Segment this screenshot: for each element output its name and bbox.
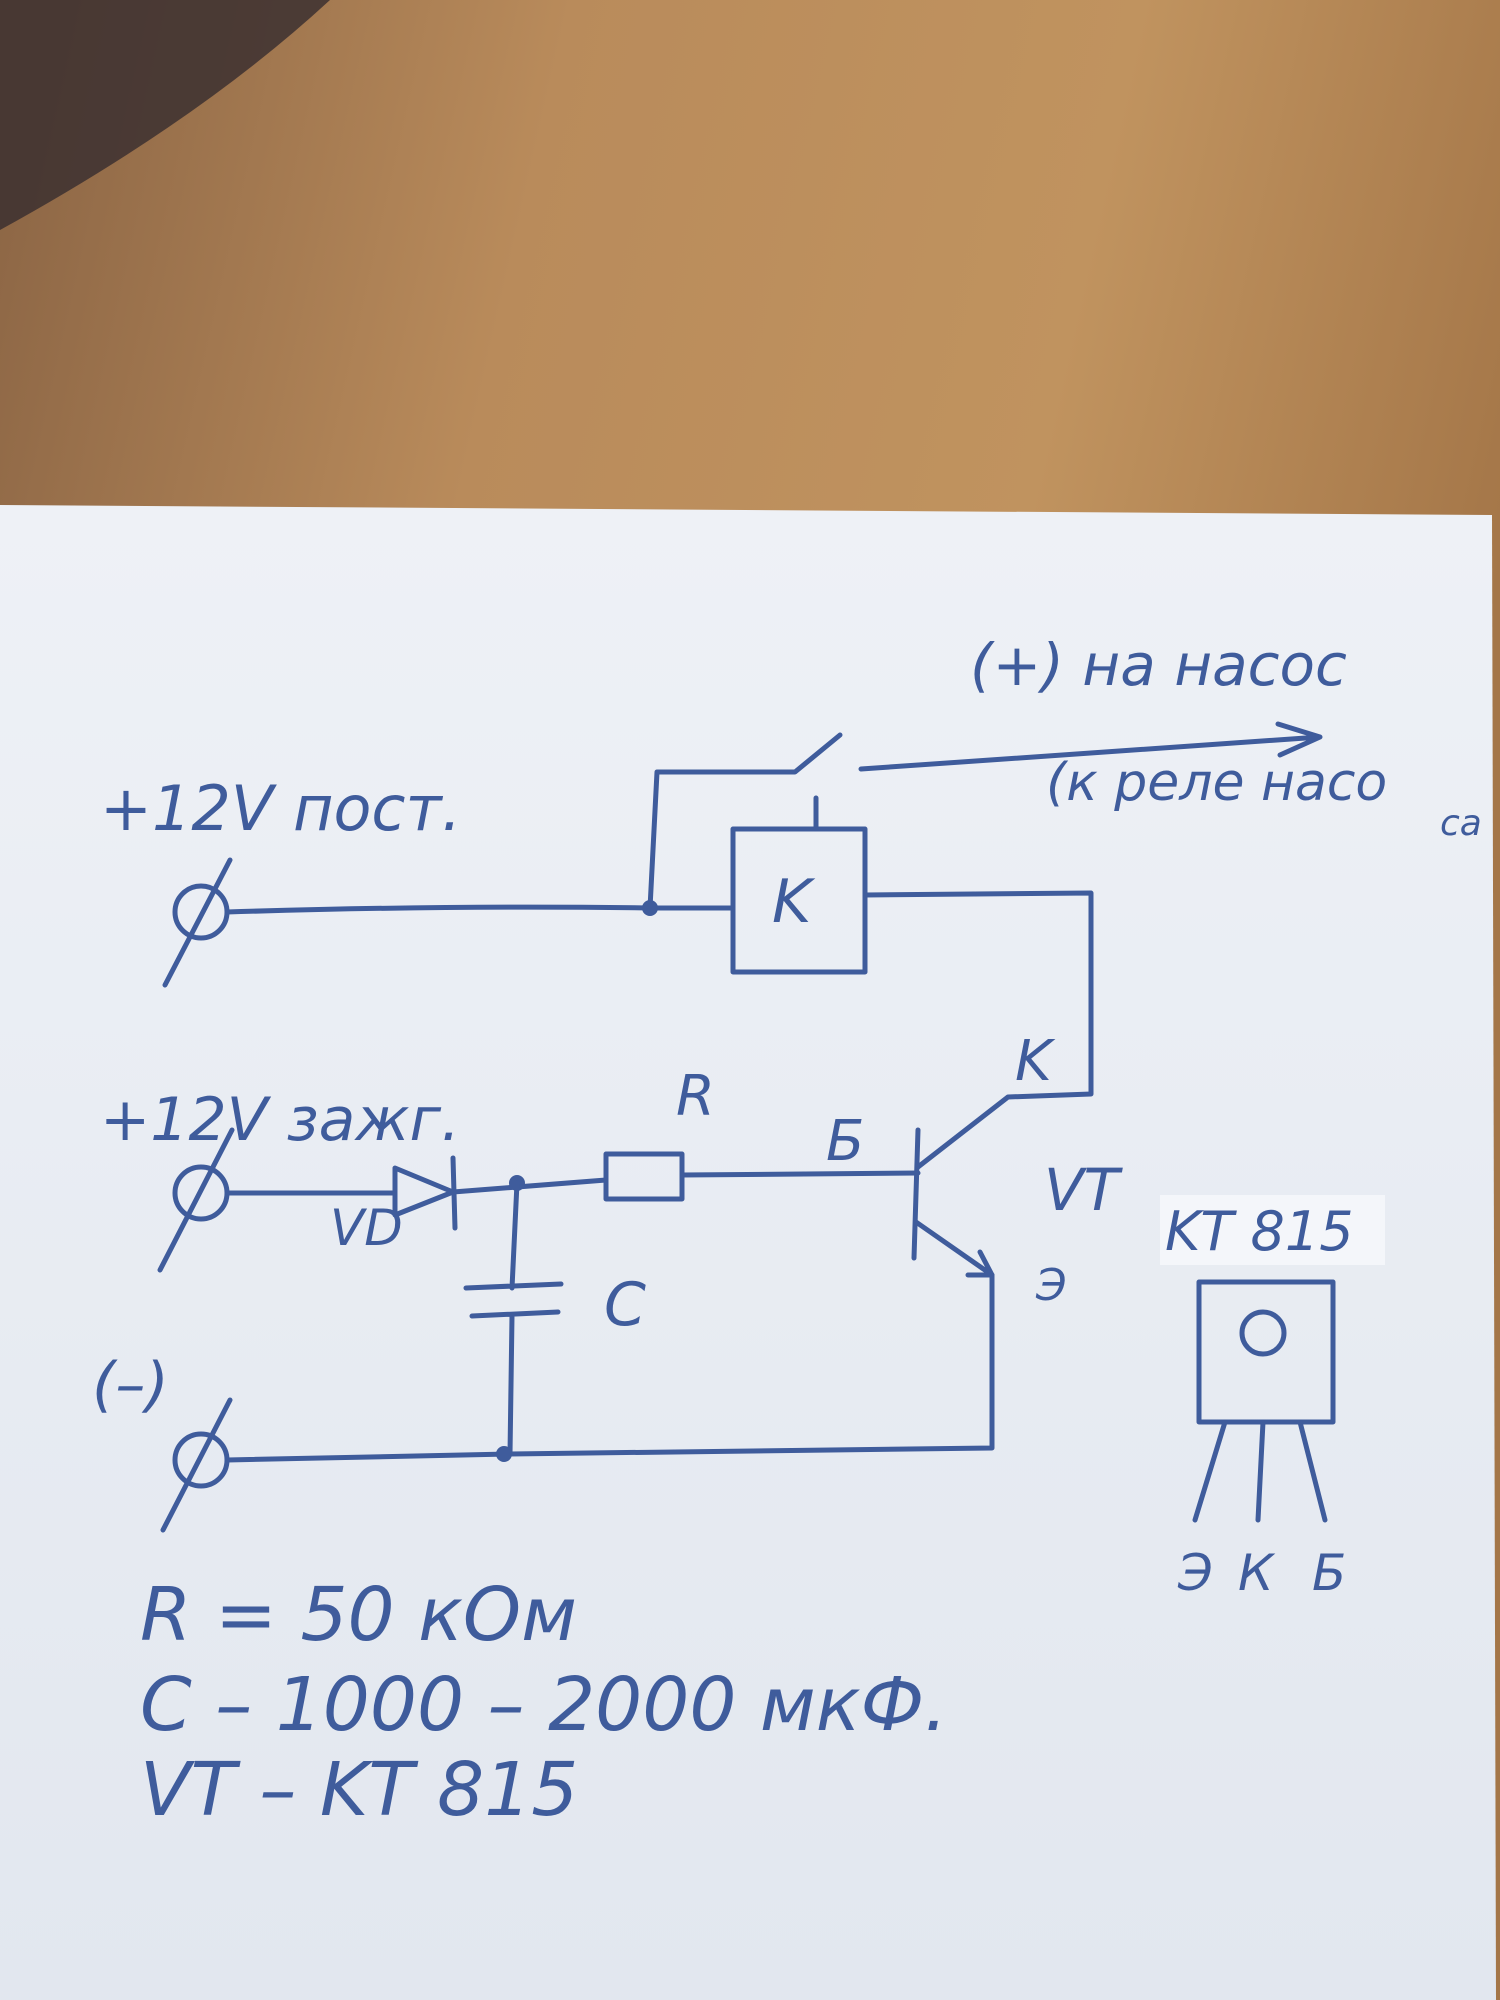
note-capacitor: C – 1000 – 2000 мкФ. (140, 1662, 948, 1748)
note-transistor: VT – KT 815 (140, 1747, 578, 1833)
package-pin-emitter: Э (1177, 1544, 1213, 1602)
wire-constant (224, 904, 736, 915)
paper-sheet (0, 505, 1496, 2000)
wire-diode-resistor (450, 1177, 609, 1195)
package-name: KT 815 (1165, 1200, 1354, 1263)
label-pump-relay-1: (к реле насо (1046, 753, 1387, 813)
label-ground: (–) (92, 1350, 169, 1420)
label-capacitor: C (604, 1270, 646, 1340)
label-resistor: R (676, 1064, 715, 1129)
wire-relay-collector (862, 890, 1094, 1170)
label-pump-relay-2: са (1440, 803, 1482, 844)
label-pump-out: (+) на насос (970, 631, 1347, 699)
junction-ground (496, 1446, 512, 1462)
package-label-bg (1160, 1195, 1385, 1265)
dark-corner (0, 0, 330, 230)
capacitor-c (463, 1180, 564, 1457)
label-collector: K (1015, 1029, 1056, 1094)
label-diode: VD (330, 1199, 403, 1257)
note-resistor: R = 50 кОм (140, 1572, 577, 1658)
label-supply-constant: +12V пост. (100, 772, 461, 845)
package-pin-base: Б (1312, 1544, 1346, 1602)
label-emitter: Э (1035, 1260, 1067, 1311)
package-pin-collector: К (1238, 1544, 1276, 1602)
label-transistor: VT (1044, 1156, 1124, 1224)
wire-switch (647, 732, 843, 911)
label-supply-ignition: +12V зажг. (100, 1085, 460, 1155)
wire-base (679, 1170, 921, 1178)
relay-coil (730, 826, 868, 975)
arrow-pump (858, 721, 1323, 772)
label-relay: K (772, 867, 816, 937)
wire-ground (224, 1272, 995, 1463)
transistor-base-bar (911, 1127, 921, 1261)
kt815-package (1192, 1279, 1336, 1523)
label-base: Б (826, 1109, 864, 1174)
